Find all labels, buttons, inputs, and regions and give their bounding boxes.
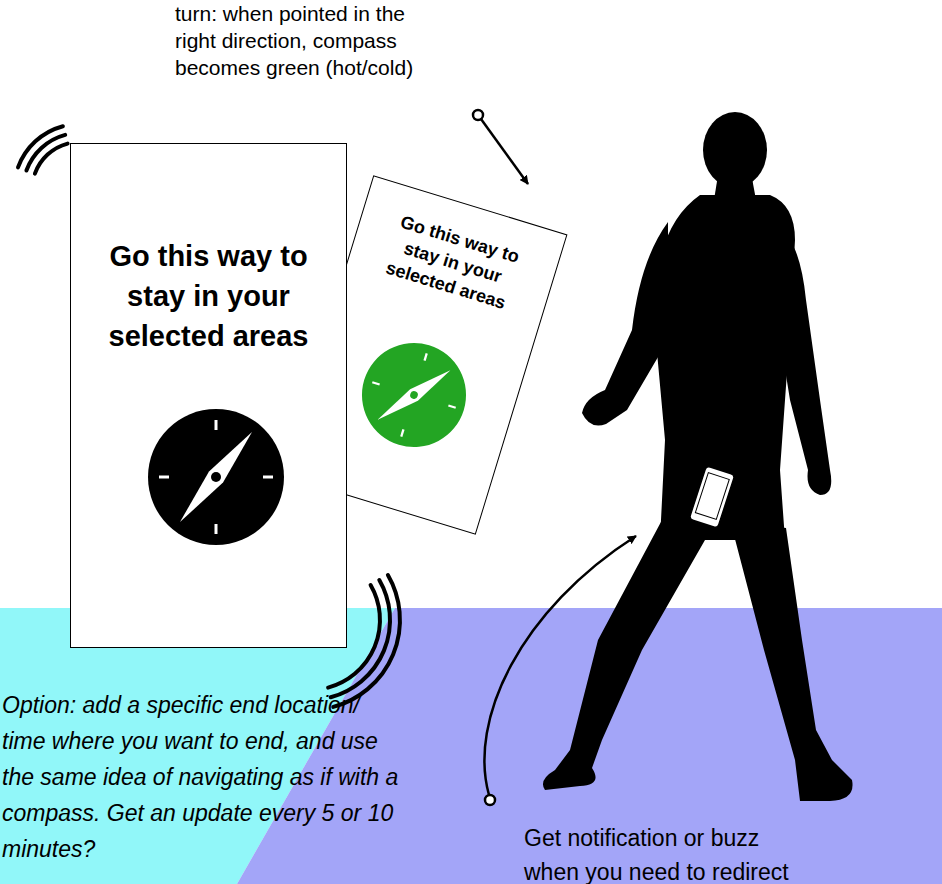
vibration-waves — [18, 126, 400, 707]
leader-line — [484, 536, 636, 795]
person-neck — [714, 175, 756, 200]
annotation-arrow — [473, 110, 528, 184]
person-head — [703, 112, 767, 188]
phone-body — [689, 466, 735, 529]
person-back-arm — [774, 228, 831, 495]
leader-start — [485, 795, 495, 805]
walking-person — [543, 112, 853, 801]
pocket-phone — [689, 466, 735, 529]
vibration-arc — [18, 126, 63, 167]
person-front-leg — [543, 520, 705, 790]
notification-note: Get notification or buzz when you need t… — [524, 821, 799, 884]
vibration-arc — [26, 135, 65, 171]
person-torso — [655, 195, 795, 540]
person-back-leg — [730, 520, 853, 801]
phone-screen: Go this way to stay in your selected are… — [70, 143, 347, 648]
annotation-text: turn: when pointed in the right directio… — [175, 0, 425, 81]
notification-arrow — [484, 536, 636, 805]
vibration-arc — [35, 144, 68, 174]
screen-message: Go this way to stay in your selected are… — [370, 206, 534, 319]
option-note: Option: add a specific end location/ tim… — [2, 687, 407, 867]
leader-line — [481, 119, 528, 184]
person-front-arm — [582, 222, 668, 426]
leader-start — [473, 110, 483, 120]
screen-message: Go this way to stay in your selected are… — [94, 236, 324, 356]
phone-display — [695, 473, 729, 520]
